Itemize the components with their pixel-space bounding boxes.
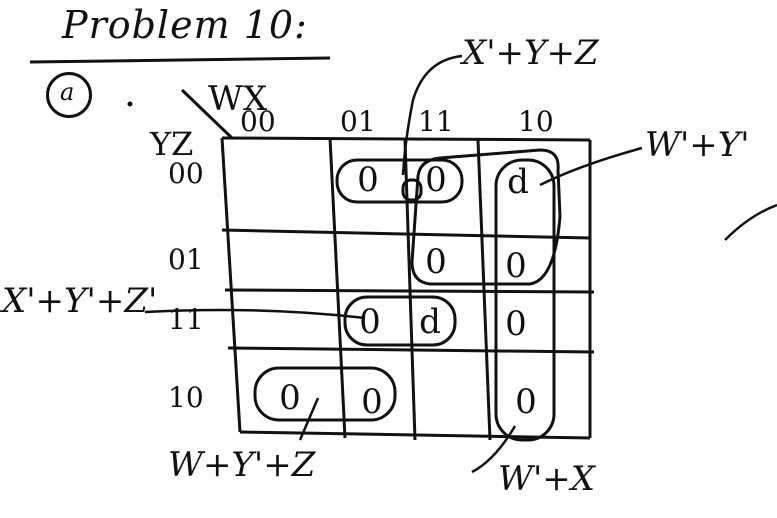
row-label: 10 <box>168 381 204 414</box>
dot <box>127 101 133 107</box>
kmap-cell: 0 <box>357 160 379 200</box>
row-label: 00 <box>168 157 204 190</box>
group-loops <box>253 148 562 442</box>
title-underline <box>29 56 331 64</box>
kmap-cell: 0 <box>279 378 301 418</box>
problem-title: Problem 10: <box>62 3 308 47</box>
kmap-cell: d <box>507 162 529 202</box>
group-label-left: X'+Y'+Z' <box>2 281 158 321</box>
kmap-cell: 0 <box>425 160 447 200</box>
col-label: 11 <box>418 105 454 138</box>
group-label-bottom-right: W'+X <box>498 459 595 499</box>
group-label-top: X'+Y+Z <box>462 33 599 73</box>
kmap-cell: 0 <box>359 302 381 342</box>
row-label: 11 <box>168 303 204 336</box>
wx-axis-label: WX <box>208 79 268 119</box>
col-label: 01 <box>340 105 376 138</box>
part-label: a <box>60 78 75 106</box>
kmap-cell: d <box>419 302 441 342</box>
col-label: 00 <box>240 105 276 138</box>
loop-bottom-pair <box>253 366 397 422</box>
loop-middle-pair <box>343 295 457 347</box>
leader-bottom-left <box>298 397 320 441</box>
leader-lines <box>144 54 777 474</box>
group-label-right: W'+Y' <box>645 125 750 165</box>
leader-left <box>144 308 366 320</box>
loop-top-pair <box>335 158 464 204</box>
corner-diagonal <box>180 88 234 140</box>
col-label: 10 <box>518 105 554 138</box>
kmap-cell: 0 <box>361 382 383 422</box>
loop-divider-mark <box>401 178 423 202</box>
kmap-cell: 0 <box>505 246 527 286</box>
group-label-bottom-left: W+Y'+Z <box>168 445 316 485</box>
part-circle <box>46 72 92 118</box>
loop-right-column <box>494 158 556 442</box>
kmap-cell: 0 <box>505 304 527 344</box>
kmap-cell: 0 <box>425 242 447 282</box>
kmap-grid <box>220 136 595 441</box>
leader-edge <box>724 203 777 241</box>
kmap-cell: 0 <box>515 382 537 422</box>
leader-right <box>539 146 643 187</box>
leader-top <box>401 54 463 176</box>
row-label: 01 <box>168 243 204 276</box>
loop-top-right <box>410 148 562 286</box>
leader-bottom-right <box>471 425 517 474</box>
yz-axis-label: YZ <box>150 125 194 163</box>
